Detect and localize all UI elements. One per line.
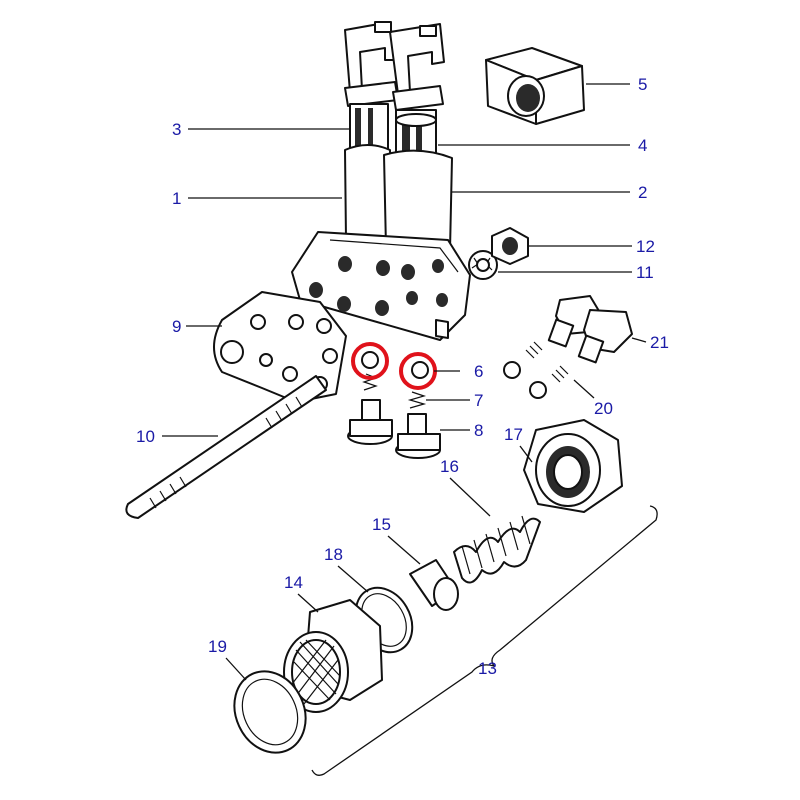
strainer-cap <box>283 599 383 713</box>
label-19: 19 <box>208 637 227 656</box>
bearing-block <box>485 47 585 125</box>
label-13: 13 <box>478 659 497 678</box>
label-16: 16 <box>440 457 459 476</box>
pump-body <box>291 21 471 341</box>
label-2: 2 <box>638 183 647 202</box>
label-3: 3 <box>172 120 181 139</box>
side-plugs <box>503 295 633 399</box>
threaded-stud <box>125 375 327 519</box>
large-nut <box>523 419 623 513</box>
label-6: 6 <box>474 362 483 381</box>
label-17: 17 <box>504 425 523 444</box>
valve-parts <box>347 351 441 459</box>
nut-and-washer <box>468 227 529 280</box>
relief-piston <box>409 559 459 611</box>
part-labels: 1 2 3 4 5 6 7 8 9 10 11 12 13 14 15 16 1… <box>136 75 669 678</box>
label-8: 8 <box>474 421 483 440</box>
label-5: 5 <box>638 75 647 94</box>
label-9: 9 <box>172 317 181 336</box>
label-4: 4 <box>638 136 647 155</box>
label-15: 15 <box>372 515 391 534</box>
label-11: 11 <box>636 263 654 282</box>
label-20: 20 <box>594 399 613 418</box>
label-14: 14 <box>284 573 303 592</box>
label-7: 7 <box>474 391 483 410</box>
label-21: 21 <box>650 333 669 352</box>
label-10: 10 <box>136 427 155 446</box>
leader-lines <box>162 83 647 681</box>
label-18: 18 <box>324 545 343 564</box>
sealing-washer <box>233 670 307 754</box>
gasket <box>213 291 347 403</box>
group-bracket <box>311 505 658 776</box>
label-12: 12 <box>636 237 655 256</box>
label-1: 1 <box>172 189 181 208</box>
relief-spring <box>453 515 541 584</box>
highlight-circle-left <box>351 342 389 380</box>
